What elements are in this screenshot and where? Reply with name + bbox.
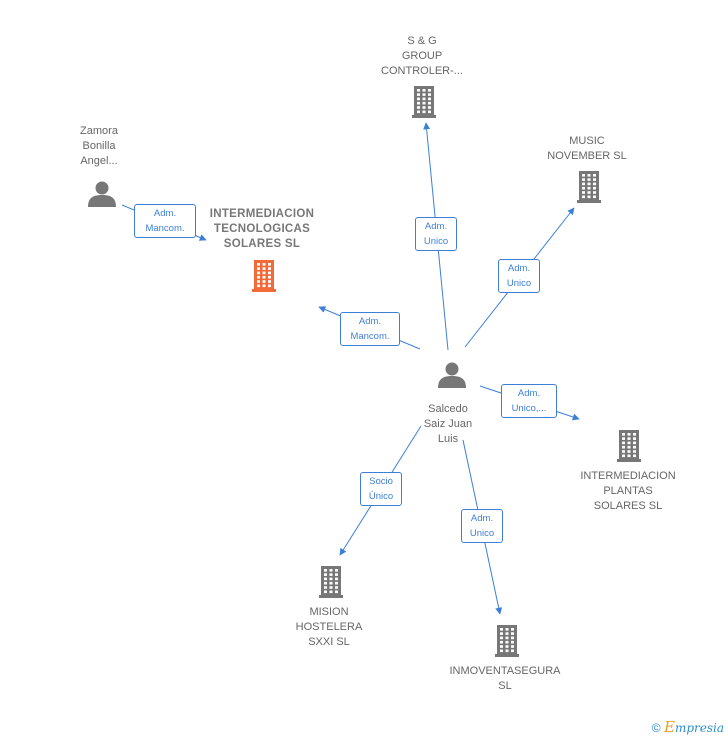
node-label-line: INMOVENTASEGURA <box>449 665 561 677</box>
edge-label-line: Mancom. <box>350 331 390 342</box>
node-label-line: PLANTAS <box>603 485 653 497</box>
edge-label-line: Adm. <box>424 221 448 232</box>
edge-label: Adm. Unico,... <box>501 384 557 418</box>
node-label-line: Salcedo <box>428 403 468 415</box>
node-label-music_november[interactable]: MUSIC NOVEMBER SL <box>532 134 642 164</box>
node-label-line: SXXI SL <box>308 636 350 648</box>
node-label-line: INTERMEDIACION <box>580 470 676 482</box>
node-label-line: Angel... <box>80 155 118 167</box>
node-label-intermediacion_tecnologicas[interactable]: INTERMEDIACION TECNOLOGICAS SOLARES SL <box>197 207 327 252</box>
edge-label-line: Adm. <box>153 208 177 219</box>
edge-label-line: Único <box>368 491 394 502</box>
person-icon <box>88 181 116 207</box>
person-icon <box>438 362 466 388</box>
building-icon <box>495 625 519 657</box>
node-label-line: S & G <box>407 35 437 47</box>
node-label-intermediacion_plantas[interactable]: INTERMEDIACION PLANTAS SOLARES SL <box>568 469 688 514</box>
node-label-line: CONTROLER-... <box>381 65 463 77</box>
node-label-sg_group[interactable]: S & G GROUP CONTROLER-... <box>367 34 477 79</box>
building-icon <box>252 260 276 292</box>
node-label-line: Luis <box>437 433 459 445</box>
node-label-line: SOLARES SL <box>223 238 301 250</box>
edge-label: Adm. Unico <box>461 509 503 543</box>
copyright-symbol: © <box>651 721 661 735</box>
node-label-line: Zamora <box>80 125 118 137</box>
edge-label-line: Mancom. <box>145 223 185 234</box>
node-label-line: NOVEMBER SL <box>547 150 627 162</box>
building-icon <box>412 86 436 118</box>
node-label-line: Bonilla <box>82 140 116 152</box>
node-label-line: SOLARES SL <box>593 500 663 512</box>
edge-label-line: Adm. <box>507 263 531 274</box>
brand-logo: Empresia <box>663 718 724 736</box>
edge-label-line: Adm. <box>517 388 541 399</box>
edge-label: Adm. Mancom. <box>340 312 400 346</box>
building-icon <box>617 430 641 462</box>
edge-label-line: Socio <box>369 476 393 487</box>
node-label-line: INTERMEDIACION <box>209 208 315 220</box>
node-label-line: TECNOLOGICAS <box>213 223 311 235</box>
edge-label-line: Unico <box>423 236 449 247</box>
building-icon <box>319 566 343 598</box>
edge-label-line: Adm. <box>470 513 494 524</box>
node-label-line: HOSTELERA <box>295 621 363 633</box>
node-label-line: MISION <box>309 606 349 618</box>
edge-label-line: Adm. <box>358 316 382 327</box>
edge-label: Adm. Mancom. <box>134 204 196 238</box>
node-label-inmoventasegura[interactable]: INMOVENTASEGURA SL <box>440 664 570 694</box>
node-label-line: GROUP <box>401 50 443 62</box>
edge-label: Adm. Unico <box>415 217 457 251</box>
node-label-mision_hostelera[interactable]: MISION HOSTELERA SXXI SL <box>279 605 379 650</box>
building-icon <box>577 171 601 203</box>
node-label-line: Saiz Juan <box>423 418 473 430</box>
node-label-line: MUSIC <box>569 135 605 147</box>
edge-label-line: Unico <box>469 528 495 539</box>
edge-label-line: Unico,... <box>511 403 547 414</box>
footer-brand: © Empresia <box>652 718 724 736</box>
edge-label: Adm. Unico <box>498 259 540 293</box>
edge-label-line: Unico <box>506 278 532 289</box>
node-label-line: SL <box>498 680 512 692</box>
